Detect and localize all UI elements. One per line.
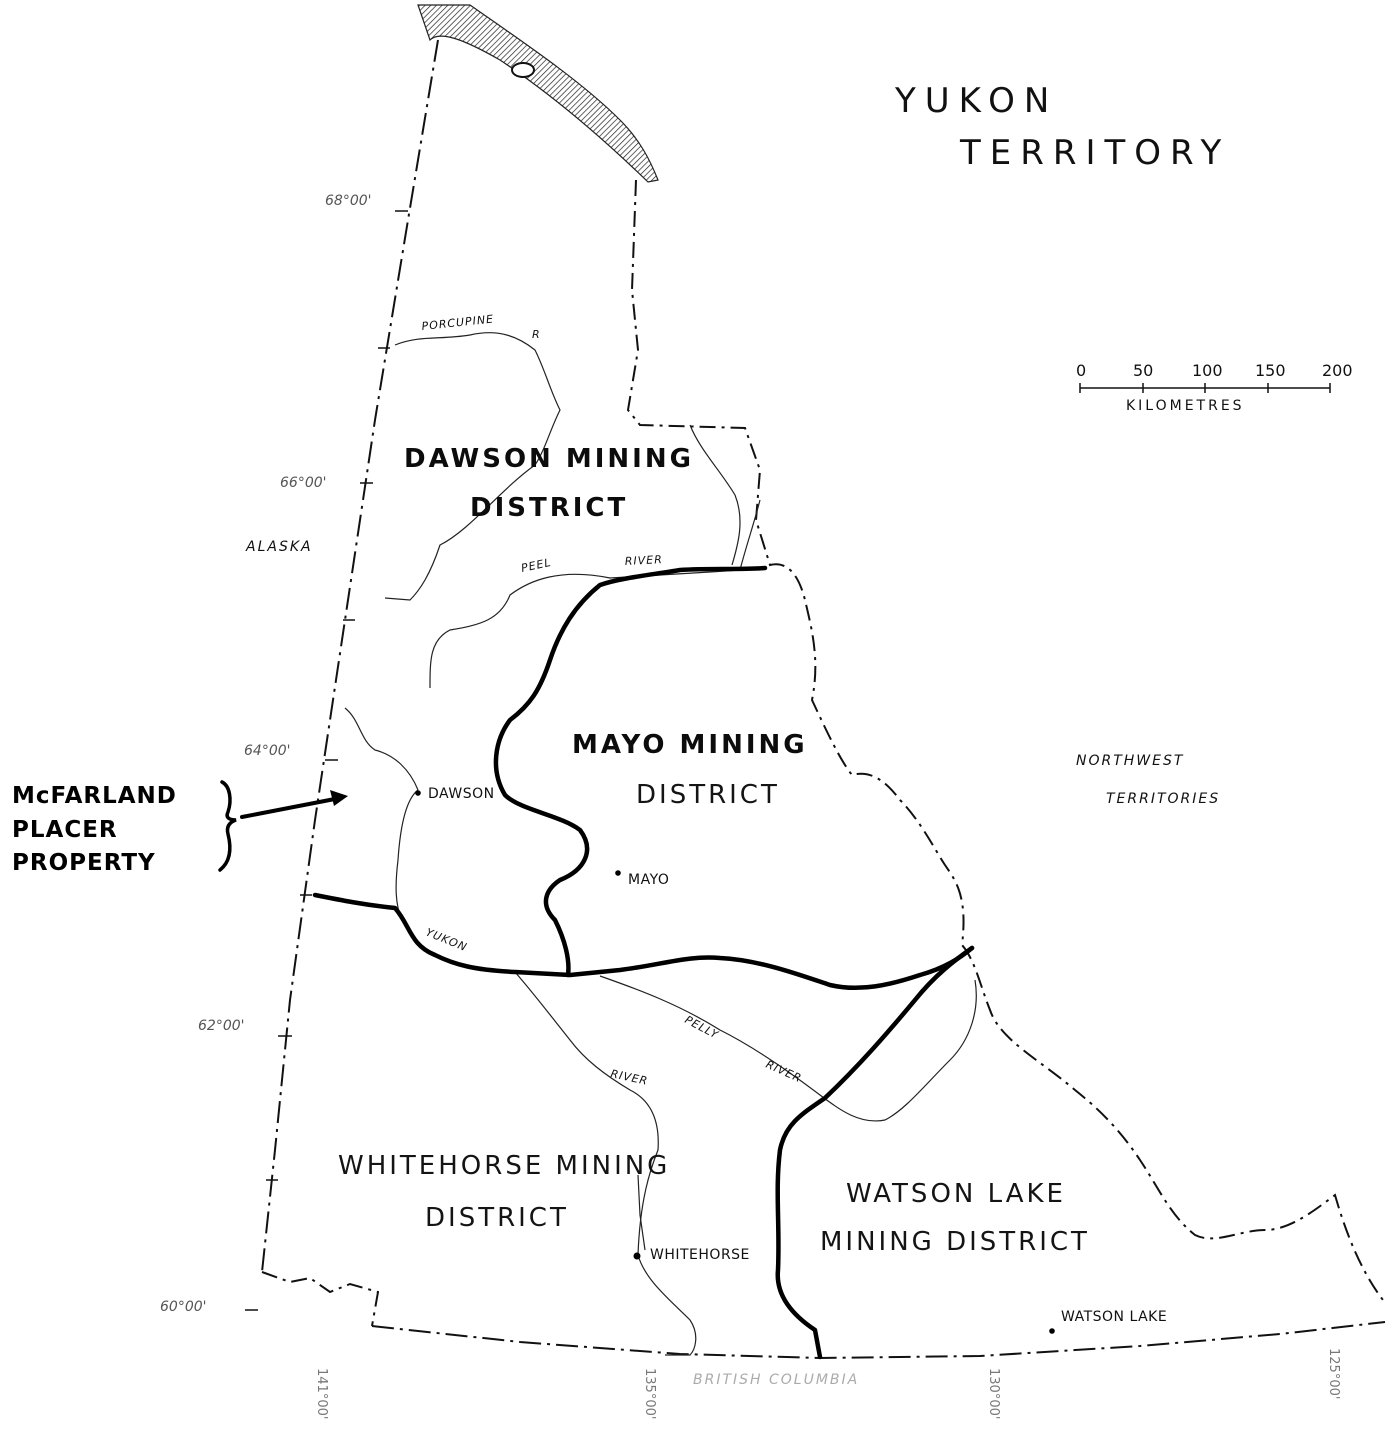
- mayo-town-label: MAYO: [628, 872, 669, 888]
- scale-unit: KILOMETRES: [1126, 398, 1245, 414]
- scale-bar: 0 50 100 150 200 KILOMETRES: [1076, 361, 1353, 414]
- whitehorse-town-dot: [633, 1252, 641, 1260]
- callout-line1: McFARLAND: [12, 783, 177, 809]
- yukon-district-line: [312, 892, 975, 991]
- porcupine-river-r-label: R: [532, 328, 541, 341]
- watson-lake-town-label: WATSON LAKE: [1061, 1309, 1167, 1325]
- yukon-river-south-branch: [637, 1174, 646, 1251]
- latitude-label-66: 66°00': [280, 475, 326, 491]
- herschel-island: [511, 62, 535, 78]
- mayo-town-dot: [615, 870, 621, 876]
- watson-lake-district-label-line1: WATSON LAKE: [846, 1179, 1066, 1209]
- southwest-border: [261, 1271, 380, 1327]
- map-title-line2: TERRITORY: [959, 133, 1230, 173]
- pelly-river-label: PELLY: [683, 1013, 722, 1042]
- dawson-town-dot: [415, 790, 421, 796]
- callout-line3: PROPERTY: [12, 850, 156, 876]
- arctic-coast-hatching: [417, 4, 659, 183]
- mayo-district-label-line2: DISTRICT: [636, 780, 780, 810]
- scale-tick-200: 200: [1322, 361, 1353, 380]
- scale-tick-0: 0: [1076, 361, 1086, 380]
- whitehorse-district-label-line1: WHITEHORSE MINING: [338, 1151, 670, 1181]
- mayo-district-label-line1: MAYO MINING: [572, 730, 808, 760]
- latitude-label-68: 68°00': [325, 193, 371, 209]
- scale-tick-100: 100: [1192, 361, 1223, 380]
- klondike-river: [344, 707, 419, 791]
- latitude-ticks: [245, 210, 408, 1311]
- dawson-town-label: DAWSON: [428, 786, 495, 802]
- peel-river-river-label: RIVER: [624, 553, 663, 568]
- nwt-label-line1: NORTHWEST: [1076, 753, 1184, 769]
- mcfarland-callout: McFARLAND PLACER PROPERTY: [12, 780, 348, 876]
- peel-river-label: PEEL: [520, 556, 553, 575]
- callout-brace: [218, 780, 237, 872]
- longitude-label-130: 130°00': [986, 1368, 1001, 1419]
- callout-arrowhead: [330, 790, 348, 806]
- yukon-river-river-label: RIVER: [609, 1067, 649, 1088]
- dawson-district-label-line1: DAWSON MINING: [404, 444, 694, 474]
- nwt-border: [626, 179, 1384, 1301]
- yukon-river-south: [514, 971, 697, 1356]
- district-boundaries: [312, 565, 975, 1360]
- alaska-border: [261, 39, 439, 1273]
- peel-tributary: [689, 424, 741, 566]
- whitehorse-town-label: WHITEHORSE: [650, 1247, 750, 1263]
- nwt-label-line2: TERRITORIES: [1106, 791, 1220, 807]
- porcupine-river: [384, 332, 561, 601]
- latitude-label-60: 60°00': [160, 1299, 206, 1315]
- bc-border: [371, 1321, 1386, 1360]
- latitude-label-62: 62°00': [198, 1018, 244, 1034]
- dawson-mayo-boundary: [493, 565, 768, 978]
- pelly-river-river-label: RIVER: [764, 1058, 804, 1085]
- longitude-label-141: 141°00': [314, 1368, 329, 1419]
- scale-tick-150: 150: [1255, 361, 1286, 380]
- bc-label: BRITISH COLUMBIA: [693, 1372, 859, 1388]
- porcupine-river-label: PORCUPINE: [421, 312, 495, 333]
- towns: DAWSON MAYO WHITEHORSE WATSON LAKE: [415, 786, 1167, 1334]
- longitude-label-125: 125°00': [1326, 1348, 1341, 1399]
- watson-lake-district-label-line2: MINING DISTRICT: [820, 1227, 1090, 1257]
- watson-whitehorse-boundary: [775, 945, 975, 1360]
- pelly-river: [599, 975, 977, 1122]
- map-title-line1: YUKON: [894, 81, 1058, 121]
- yukon-river-north: [395, 789, 419, 921]
- rivers: [344, 332, 977, 1356]
- callout-arrow-shaft: [240, 796, 342, 819]
- peel-river: [429, 499, 761, 689]
- whitehorse-district-label-line2: DISTRICT: [425, 1203, 569, 1233]
- scale-tick-50: 50: [1133, 361, 1153, 380]
- dawson-district-label-line2: DISTRICT: [470, 493, 628, 523]
- longitude-label-135: 135°00': [642, 1368, 657, 1419]
- alaska-label: ALASKA: [245, 539, 313, 555]
- latitude-label-64: 64°00': [244, 743, 290, 759]
- watson-lake-town-dot: [1049, 1328, 1055, 1334]
- yukon-river-label: YUKON: [424, 926, 469, 954]
- callout-line2: PLACER: [12, 817, 118, 843]
